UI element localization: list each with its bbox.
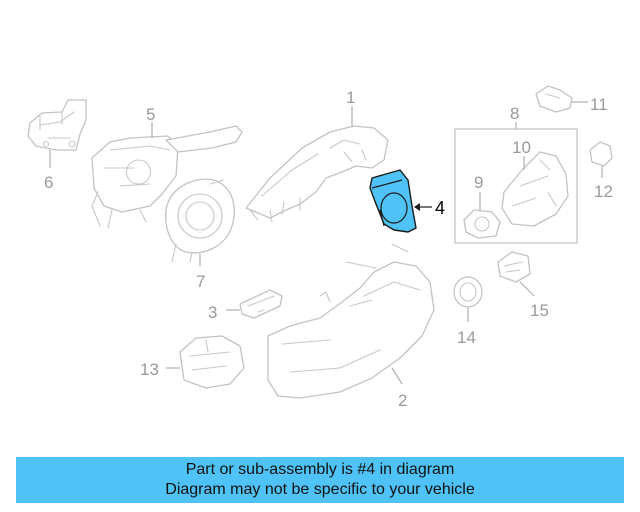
part-3-bracket bbox=[239, 289, 283, 319]
part-7-clock-spring bbox=[165, 178, 235, 263]
callout-14: 14 bbox=[457, 328, 476, 347]
leader-15 bbox=[519, 281, 535, 297]
exploded-parts-diagram: 6 5 7 1 bbox=[27, 85, 613, 410]
callout-9: 9 bbox=[474, 173, 483, 192]
part-4-highlighted-bezel bbox=[369, 169, 417, 233]
part-2-lower-column-cover bbox=[267, 243, 435, 399]
part-5-combination-switch bbox=[91, 125, 243, 229]
part-1-upper-column-cover bbox=[245, 125, 389, 223]
callout-15: 15 bbox=[530, 301, 549, 320]
callout-7: 7 bbox=[196, 272, 205, 291]
part-11-connector bbox=[535, 85, 573, 113]
info-banner: Part or sub-assembly is #4 in diagram Di… bbox=[16, 457, 624, 503]
callout-11: 11 bbox=[590, 95, 608, 114]
part-12-cap bbox=[589, 141, 613, 167]
callout-3: 3 bbox=[208, 303, 217, 322]
callout-12: 12 bbox=[594, 182, 613, 201]
part-9-lock-cylinder bbox=[463, 209, 501, 239]
leader-2 bbox=[391, 367, 403, 385]
callout-5: 5 bbox=[146, 105, 155, 124]
part-15-connector bbox=[497, 251, 531, 283]
leader-4-arrow bbox=[414, 203, 420, 211]
banner-line-1: Part or sub-assembly is #4 in diagram bbox=[185, 461, 455, 478]
part-10-ignition-housing bbox=[501, 151, 569, 227]
callout-10: 10 bbox=[512, 138, 531, 157]
callout-8: 8 bbox=[510, 104, 519, 123]
banner-line-2: Diagram may not be specific to your vehi… bbox=[165, 481, 475, 498]
callout-4: 4 bbox=[435, 198, 445, 218]
part-14-ring bbox=[453, 276, 483, 308]
callout-6: 6 bbox=[44, 173, 53, 192]
callout-13: 13 bbox=[140, 360, 159, 379]
callout-1: 1 bbox=[346, 88, 355, 107]
callout-2: 2 bbox=[398, 391, 407, 410]
part-6-switch bbox=[27, 99, 87, 151]
part-13-module bbox=[179, 335, 245, 389]
